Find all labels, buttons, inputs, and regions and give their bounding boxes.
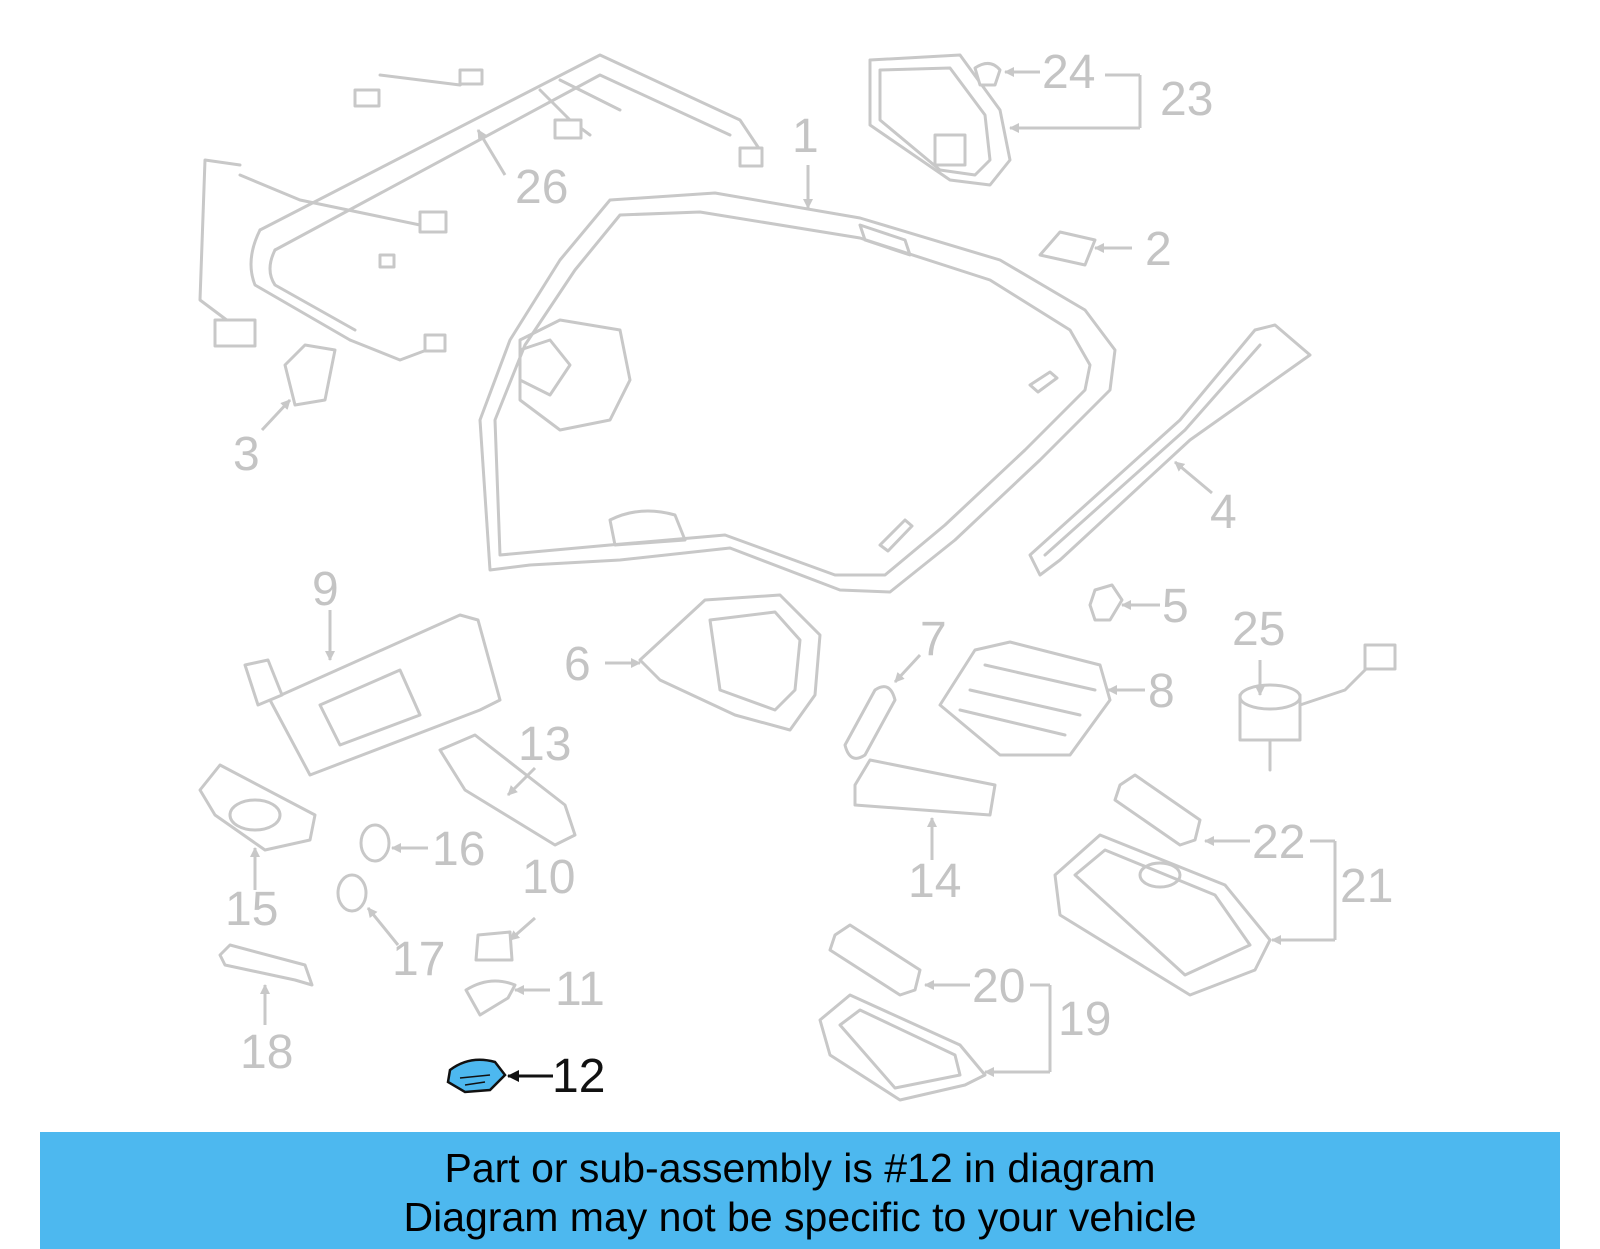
callout-16: 16 bbox=[432, 823, 485, 876]
callout-24: 24 bbox=[1042, 46, 1095, 99]
part-6-bracket bbox=[605, 593, 822, 732]
callout-5: 5 bbox=[1162, 580, 1189, 633]
callout-1: 1 bbox=[792, 110, 819, 163]
part-25-sensor bbox=[1238, 643, 1397, 772]
info-banner: Part or sub-assembly is #12 in diagram D… bbox=[40, 1132, 1560, 1249]
callout-9: 9 bbox=[312, 563, 339, 616]
part-23-console bbox=[868, 53, 1142, 187]
part-17-grommet bbox=[336, 873, 400, 946]
callout-21: 21 bbox=[1340, 860, 1393, 913]
part-12-highlighted bbox=[446, 1058, 553, 1094]
callout-25: 25 bbox=[1232, 603, 1285, 656]
callout-19: 19 bbox=[1058, 993, 1111, 1046]
callout-labels: 1 2 3 4 5 6 7 8 9 10 11 12 13 14 15 16 1… bbox=[225, 46, 1393, 1103]
part-18-handle bbox=[218, 943, 314, 1025]
callout-12-highlighted: 12 bbox=[552, 1050, 605, 1103]
callout-23: 23 bbox=[1160, 73, 1213, 126]
callout-20: 20 bbox=[972, 960, 1025, 1013]
callout-4: 4 bbox=[1210, 486, 1237, 539]
part-7-seal bbox=[843, 653, 922, 760]
part-13-grab-handle bbox=[438, 733, 577, 847]
part-4-pillar-trim bbox=[1028, 323, 1312, 577]
callout-13: 13 bbox=[518, 718, 571, 771]
part-8-lamp-housing bbox=[938, 640, 1145, 757]
part-15-lamp bbox=[198, 763, 317, 890]
callout-14: 14 bbox=[908, 855, 961, 908]
callout-2: 2 bbox=[1145, 223, 1172, 276]
part-14-bracket bbox=[853, 758, 997, 860]
callout-17: 17 bbox=[392, 933, 445, 986]
callout-11: 11 bbox=[555, 963, 605, 1016]
callout-7: 7 bbox=[920, 613, 947, 666]
callout-10: 10 bbox=[522, 851, 575, 904]
part-21-dome-lamp bbox=[1053, 773, 1337, 997]
part-10-cover bbox=[474, 916, 536, 962]
banner-line-1: Part or sub-assembly is #12 in diagram bbox=[444, 1145, 1156, 1191]
part-16-grommet bbox=[359, 823, 428, 863]
part-2-pad bbox=[1038, 230, 1132, 267]
part-3-cover bbox=[260, 343, 337, 432]
callout-22: 22 bbox=[1252, 816, 1305, 869]
callout-26: 26 bbox=[515, 161, 568, 214]
part-9-sun-visor bbox=[243, 610, 502, 777]
part-5-clip bbox=[1088, 583, 1160, 622]
part-1-headliner bbox=[478, 165, 1117, 594]
part-26-wiring-harness bbox=[198, 53, 764, 362]
callout-6: 6 bbox=[564, 638, 591, 691]
callout-18: 18 bbox=[240, 1026, 293, 1079]
part-11-clip bbox=[464, 979, 550, 1017]
part-19-map-lamp bbox=[818, 923, 1052, 1102]
banner-line-2: Diagram may not be specific to your vehi… bbox=[403, 1194, 1197, 1240]
callout-8: 8 bbox=[1148, 665, 1175, 718]
callout-15: 15 bbox=[225, 883, 278, 936]
callout-3: 3 bbox=[233, 428, 260, 481]
